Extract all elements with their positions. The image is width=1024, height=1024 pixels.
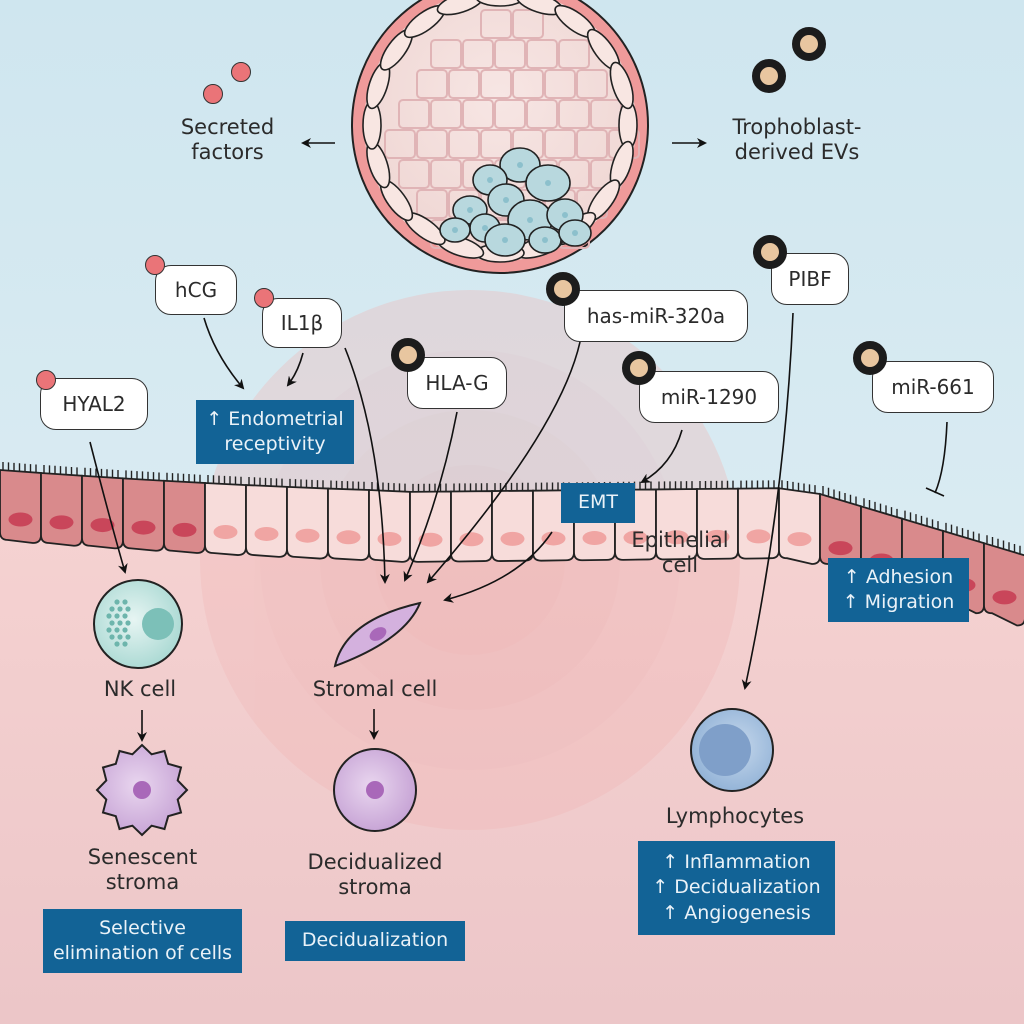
outcome-lymphocyte-effects: ↑ Inflammation↑ Decidualization↑ Angioge…	[638, 841, 835, 935]
factor-hcg: hCG	[155, 265, 237, 315]
ev-particle-icon	[792, 27, 826, 61]
senescent-stroma-cell-icon	[95, 743, 189, 837]
arrow-hlag-stromal	[403, 411, 458, 582]
arrow-emt-stromal	[443, 531, 553, 603]
factor-hyal2: HYAL2	[40, 378, 148, 430]
secreted-factor-dot	[203, 84, 223, 104]
ev-particle-icon	[391, 338, 425, 372]
outcome-decidualization: Decidualization	[285, 921, 465, 961]
secreted-factor-dot	[231, 62, 251, 82]
epithelial-cell	[40, 464, 83, 547]
lymphocytes-label: Lymphocytes	[665, 804, 805, 828]
epithelial-cell	[0, 462, 42, 544]
lymphocyte-icon	[690, 708, 774, 792]
epithelial-cell	[409, 483, 452, 563]
epithelial-cell	[368, 482, 411, 563]
outcome-adhesion-migration: ↑ Adhesion↑ Migration	[828, 558, 969, 622]
factor-pibf: PIBF	[771, 253, 849, 305]
arrow-hcg-receptivity	[203, 317, 245, 390]
ev-particle-icon	[622, 351, 656, 385]
factor-has-mir-320a: has-miR-320a	[564, 290, 748, 342]
factor-mir-1290: miR-1290	[639, 371, 779, 423]
ev-particle-icon	[853, 341, 887, 375]
inhibition-bar	[925, 487, 945, 497]
epithelial-cell	[983, 535, 1024, 627]
epithelial-cell	[245, 477, 288, 558]
secreted-factor-dot	[36, 370, 56, 390]
blastocyst	[351, 0, 649, 274]
epithelial-cell	[450, 483, 493, 563]
epithelial-cell	[737, 480, 780, 560]
decidualized-stroma-cell-icon	[333, 748, 417, 832]
factor-hla-g: HLA-G	[407, 357, 507, 409]
arrow-mir320a-stromal	[426, 341, 581, 584]
stromal-cell-label: Stromal cell	[312, 677, 438, 701]
epithelial-cell	[819, 486, 862, 578]
stromal-cell-icon	[333, 601, 422, 668]
trophoblast-evs-label: Trophoblast-derived EVs	[732, 115, 862, 165]
nk-cell-icon	[93, 579, 183, 669]
nk-cell-label: NK cell	[103, 677, 177, 701]
epithelial-cell	[204, 475, 247, 556]
ev-particle-icon	[752, 59, 786, 93]
epithelial-layer	[0, 462, 1024, 627]
arrow-pibf-lymphocytes	[741, 312, 794, 690]
secreted-factor-dot	[254, 288, 274, 308]
inhibition-mir661	[934, 421, 948, 494]
outcome-emt: EMT	[561, 483, 635, 523]
epithelial-cell	[81, 467, 124, 550]
signal-arrows	[89, 138, 948, 742]
epithelial-cell	[122, 470, 165, 552]
arrow-il1b-receptivity	[286, 352, 304, 387]
factor-il1b: IL1β	[262, 298, 342, 348]
arrow-il1b-stromal	[344, 347, 390, 584]
arrow-mir1290-emt	[640, 429, 683, 483]
epithelial-cell	[327, 480, 370, 561]
factor-mir-661: miR-661	[872, 361, 994, 413]
epithelial-cell	[286, 478, 329, 560]
epithelial-cell	[778, 480, 821, 565]
ev-particle-icon	[753, 235, 787, 269]
secreted-factor-dot	[145, 255, 165, 275]
ev-particle-icon	[546, 272, 580, 306]
epithelial-cell	[163, 472, 206, 554]
arrow-hyal2-nk	[89, 441, 128, 574]
